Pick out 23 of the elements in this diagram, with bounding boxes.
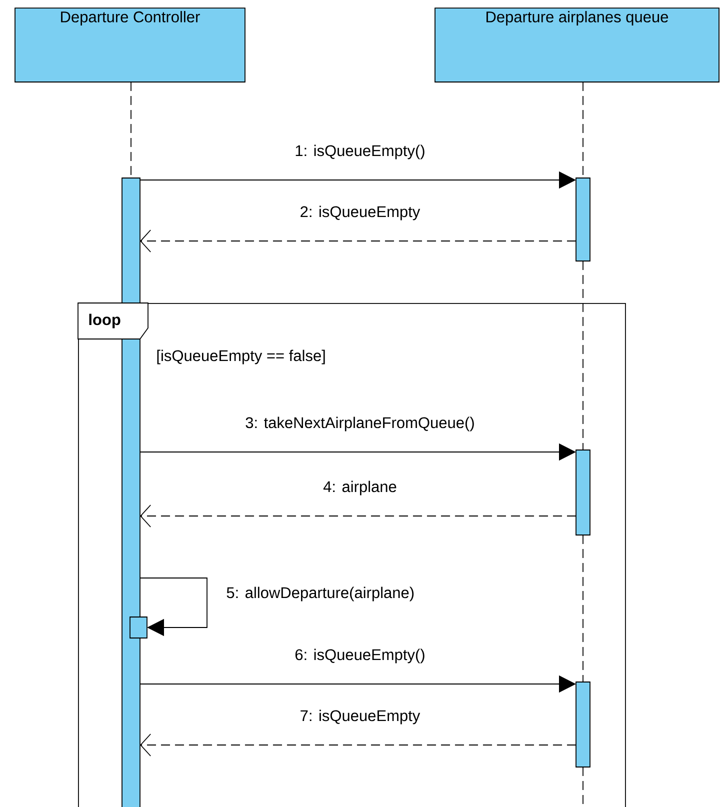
lifeline: [582, 260, 584, 450]
message-label: 1: isQueueEmpty(): [296, 144, 424, 160]
loop-frame: [78, 303, 626, 807]
activation-bar: [576, 450, 590, 536]
message-label: 2: isQueueEmpty: [300, 206, 420, 220]
lifeline: [582, 534, 584, 682]
message-arrow: [140, 504, 576, 528]
loop-tag: loop: [78, 302, 148, 340]
message-label: 3: takeNextAirplaneFromQueue(): [246, 416, 474, 432]
activation-bar: [576, 178, 590, 262]
lifeline-head-box: Departure Controller: [14, 8, 246, 82]
message-label: 6: isQueueEmpty(): [295, 648, 424, 664]
activation-bar: [576, 682, 590, 768]
message-arrow: [140, 734, 576, 756]
lifeline: [582, 766, 584, 807]
message-label: 5: allowDeparture(airplane): [226, 586, 414, 602]
guard-condition: [isQueueEmpty == false]: [155, 348, 327, 366]
message-arrow: [140, 230, 576, 252]
message-label: 7: isQueueEmpty: [300, 710, 420, 724]
activation-bar: [130, 616, 148, 638]
lifeline-head-box: Departure airplanes queue: [434, 8, 720, 82]
message-arrow: [140, 578, 208, 636]
message-label: 4: airplane: [323, 480, 396, 496]
